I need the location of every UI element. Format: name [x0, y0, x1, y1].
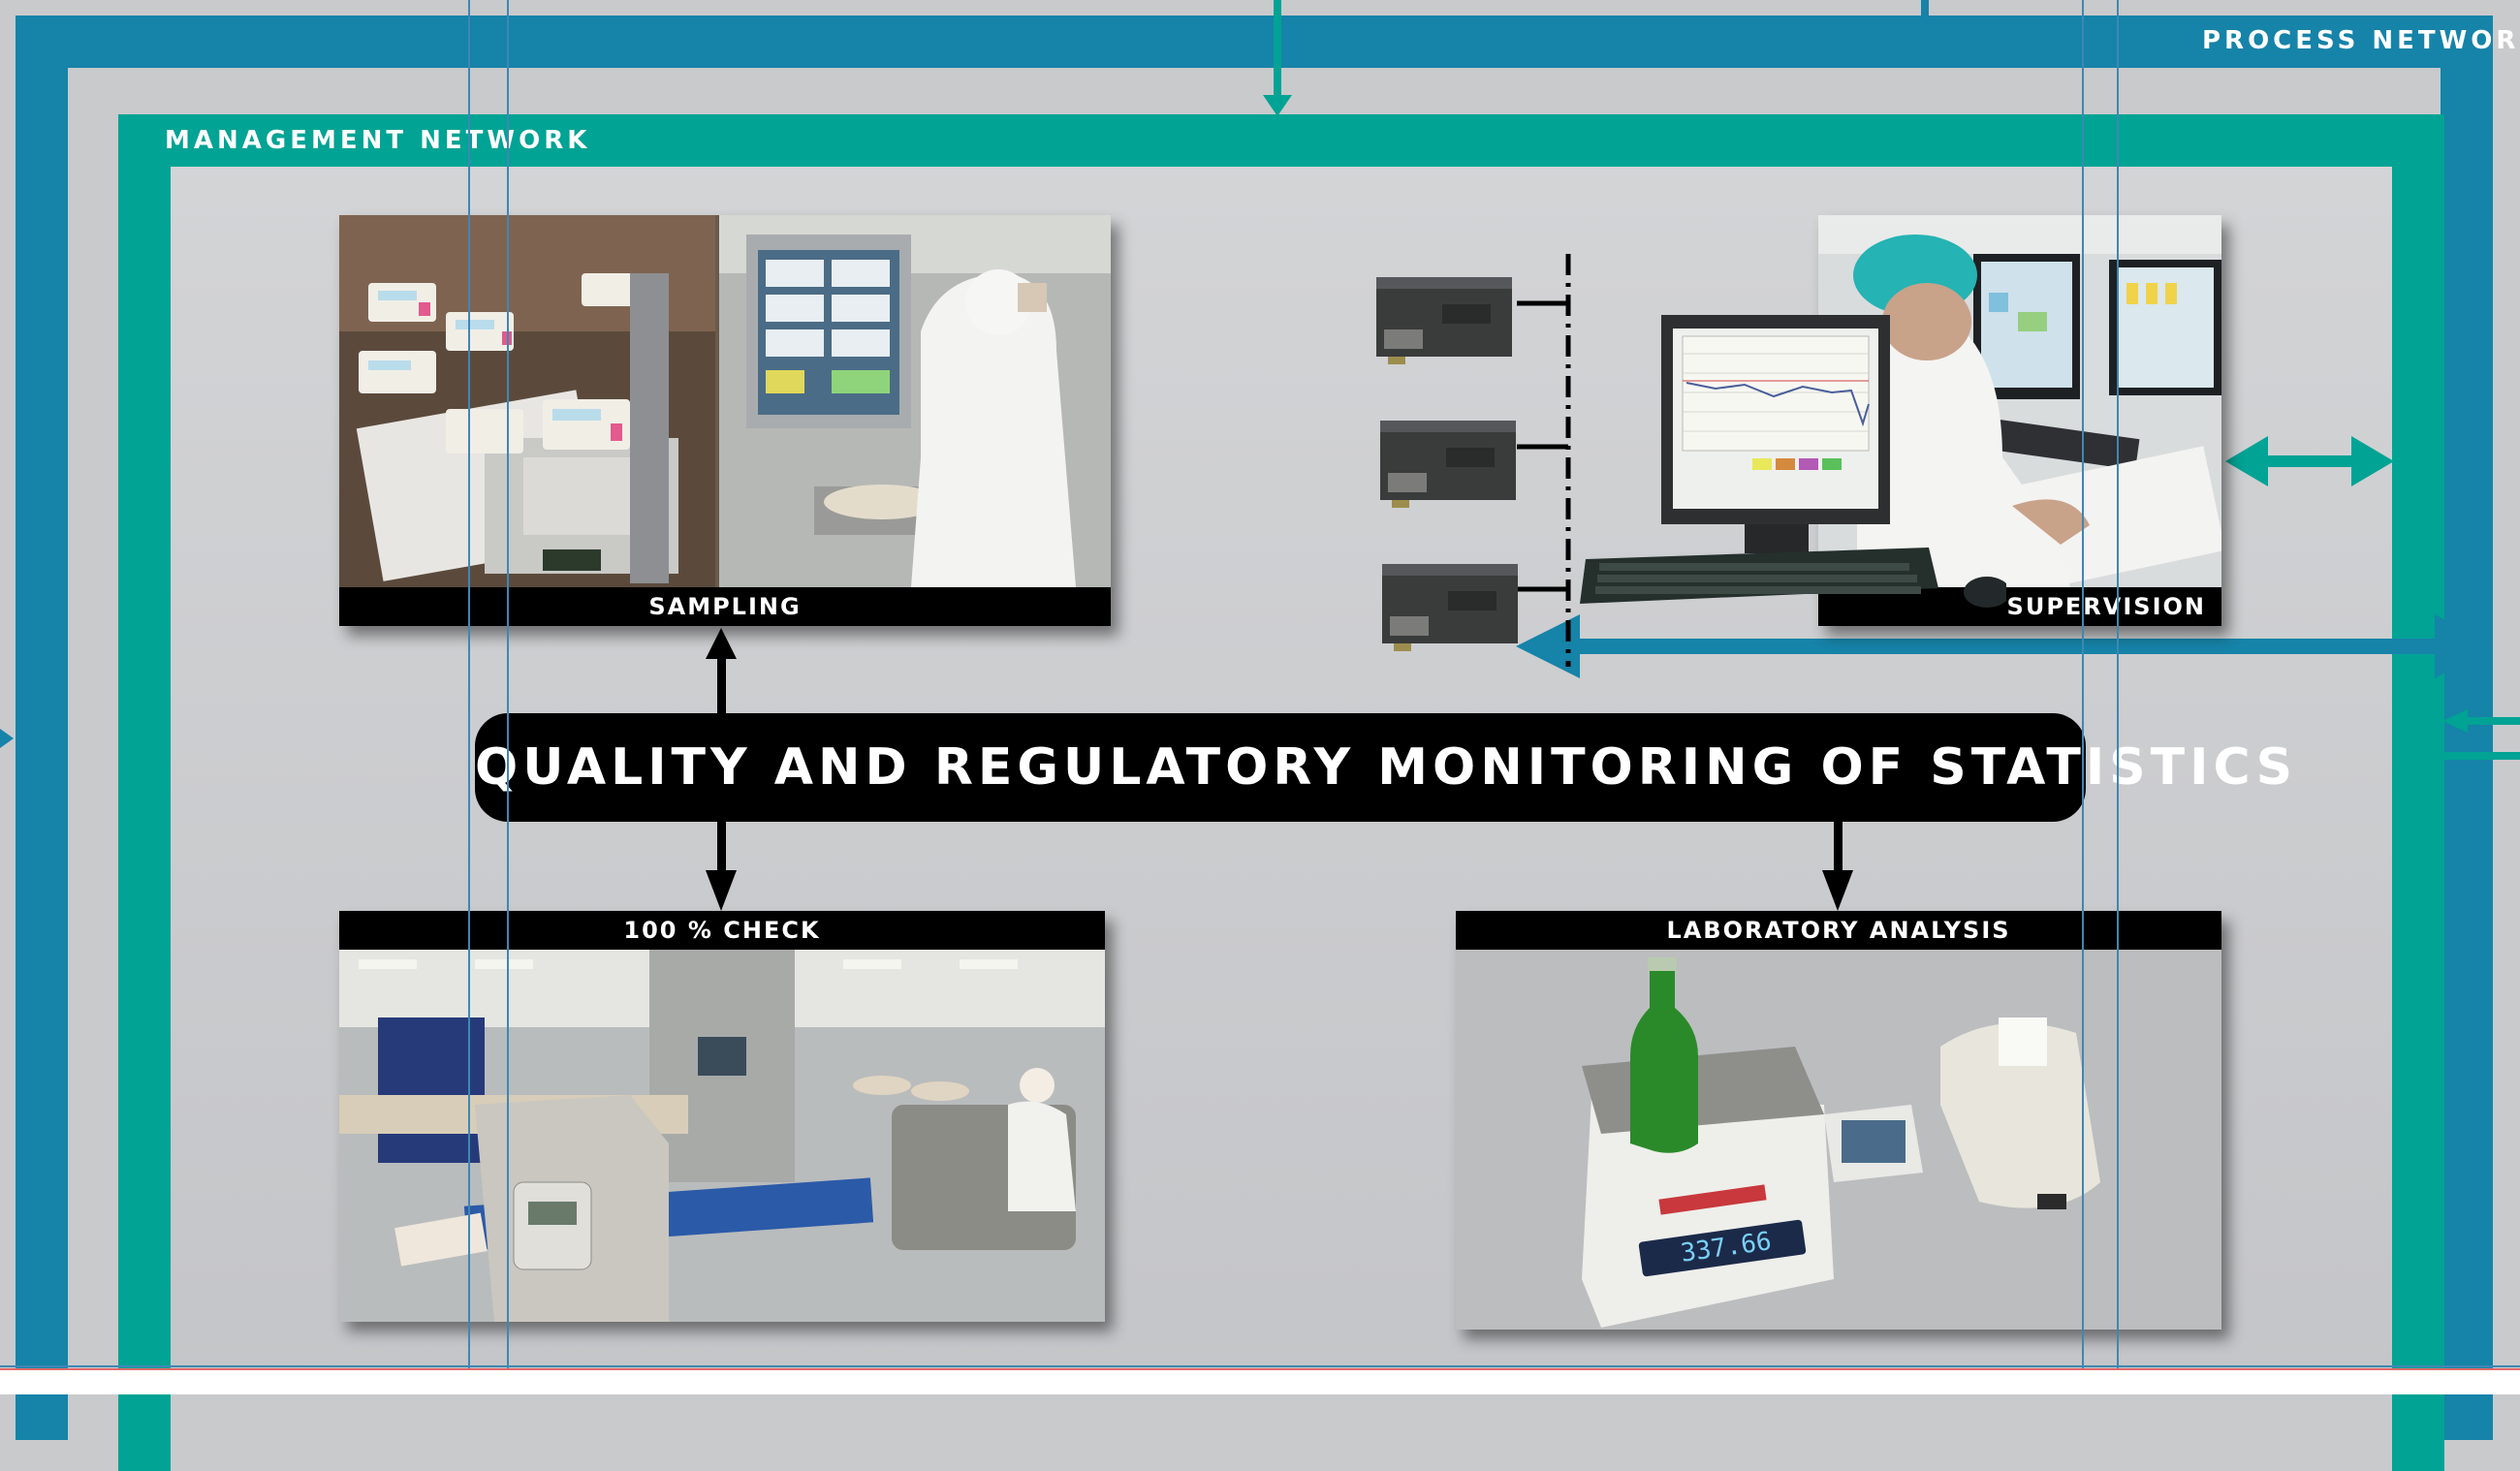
hundred-check-station: 100 % CHECK: [339, 911, 1105, 1322]
sampling-photo: [339, 215, 1111, 587]
supervision-management-link: [2225, 436, 2394, 486]
management-network-frame: [118, 114, 2444, 1471]
lab-caption: LABORATORY ANALYSIS: [1456, 911, 2221, 950]
management-uplink-arrow: [1263, 95, 1292, 116]
process-network-label: PROCESS NETWORK: [2202, 26, 2520, 55]
printer: [1940, 1017, 2100, 1209]
plc-module-2: [1380, 421, 1516, 508]
plc-rack: [1374, 271, 1520, 678]
sampling-caption: SAMPLING: [339, 587, 1111, 626]
plc-module-3: [1382, 564, 1518, 651]
keypad: [1824, 1105, 1923, 1182]
monitor: [1661, 315, 1890, 553]
guide-line-right-2: [2117, 0, 2119, 1368]
bottle: [1630, 957, 1698, 1153]
arrow-to-hundred-check: [706, 820, 737, 911]
guide-line-right-1: [2082, 0, 2084, 1368]
keyboard: [1580, 548, 2006, 608]
bottom-guide: [0, 1365, 2520, 1367]
right-side-teal-arrows: [2442, 709, 2520, 760]
sampling-station: SAMPLING: [339, 215, 1111, 626]
arrow-to-sampling: [706, 628, 737, 716]
guide-line-left-1: [468, 0, 470, 1368]
balance: 337.66: [1582, 1047, 1834, 1328]
hundred-check-photo: [339, 950, 1105, 1322]
management-network-label: MANAGEMENT NETWORK: [165, 126, 591, 155]
process-bus-link: [1516, 614, 2493, 678]
plc-module-1: [1376, 277, 1512, 364]
guide-line-left-2: [507, 0, 509, 1368]
connectors: [0, 0, 2520, 911]
hundred-check-caption: 100 % CHECK: [339, 911, 1105, 950]
supervision-workstation: [1580, 315, 2006, 615]
left-edge-arrow: [0, 729, 14, 748]
arrow-to-lab: [1822, 820, 1853, 911]
lab-photo: 337.66: [1456, 950, 2221, 1330]
lab-station: LABORATORY ANALYSIS 337.66: [1456, 911, 2221, 1330]
central-title: QUALITY AND REGULATORY MONITORING OF STA…: [475, 713, 2292, 822]
bottom-bleed: [0, 1368, 2520, 1394]
